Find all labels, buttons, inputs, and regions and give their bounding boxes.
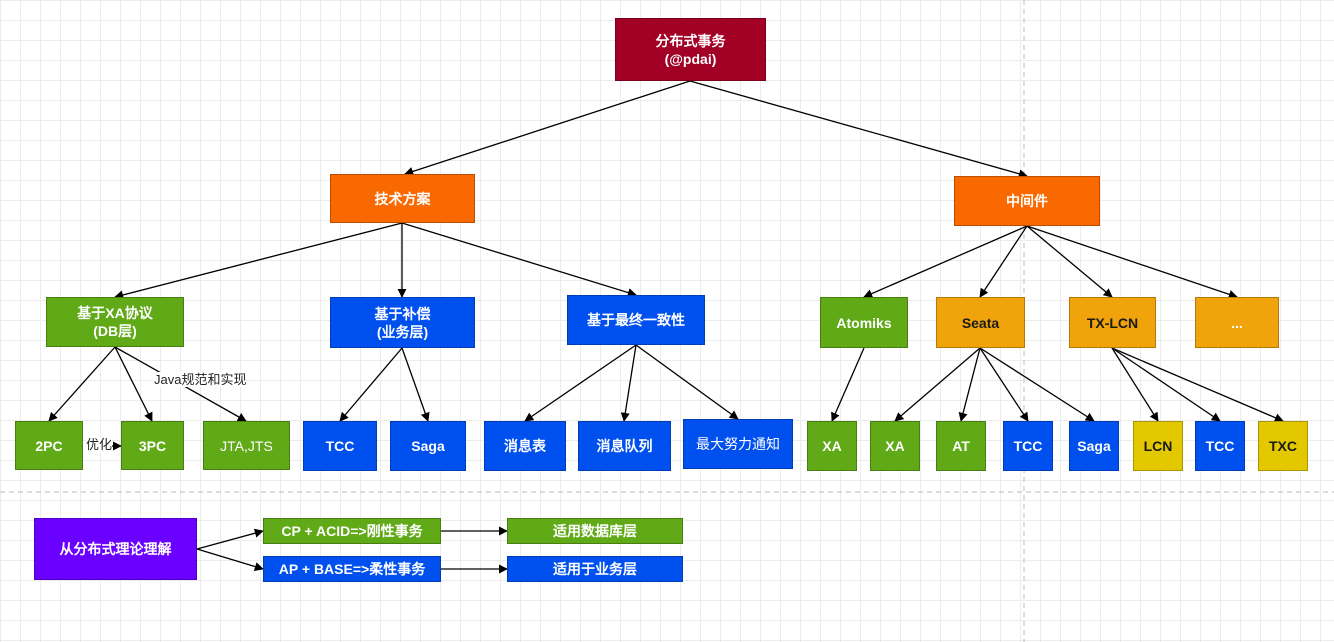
- edge-arrow-22: [1111, 347, 1159, 422]
- node-3pc[interactable]: 3PC: [121, 421, 184, 470]
- edge-arrow-17: [831, 347, 865, 422]
- edge-arrow-18: [894, 347, 981, 422]
- node-atomiks[interactable]: Atomiks: [820, 297, 908, 348]
- edge-arrow-1: [689, 80, 1028, 179]
- edge-arrow-7: [1026, 225, 1113, 298]
- node-theory[interactable]: 从分布式理论理解: [34, 518, 197, 580]
- node-jta[interactable]: JTA,JTS: [203, 421, 290, 470]
- node-msg-queue[interactable]: 消息队列: [578, 421, 671, 471]
- edge-label-optimize: 优化: [86, 437, 113, 452]
- node-biz-layer[interactable]: 适用于业务层: [507, 556, 683, 582]
- edge-arrow-12: [339, 347, 403, 422]
- edge-arrow-14: [524, 344, 637, 422]
- edge-arrow-5: [863, 225, 1028, 298]
- node-2pc[interactable]: 2PC: [15, 421, 83, 470]
- node-at-seata[interactable]: AT: [936, 421, 986, 471]
- node-tcc-seata[interactable]: TCC: [1003, 421, 1053, 471]
- node-eventual[interactable]: 基于最终一致性: [567, 295, 705, 345]
- node-txlcn[interactable]: TX-LCN: [1069, 297, 1156, 348]
- node-xa-seata[interactable]: XA: [870, 421, 920, 471]
- node-tcc-comp[interactable]: TCC: [303, 421, 377, 471]
- node-cp[interactable]: CP + ACID=>刚性事务: [263, 518, 441, 544]
- node-tcc-txlcn[interactable]: TCC: [1195, 421, 1245, 471]
- node-lcn[interactable]: LCN: [1133, 421, 1183, 471]
- node-more[interactable]: ...: [1195, 297, 1279, 348]
- node-saga-comp[interactable]: Saga: [390, 421, 466, 471]
- node-tech[interactable]: 技术方案: [330, 174, 475, 223]
- edge-arrow-23: [1111, 347, 1221, 422]
- edge-arrow-24: [1111, 347, 1284, 422]
- edge-label-java-spec: Java规范和实现: [154, 372, 247, 387]
- edge-arrow-16: [635, 344, 739, 420]
- node-txc[interactable]: TXC: [1258, 421, 1308, 471]
- edge-arrow-19: [958, 347, 981, 422]
- node-best-effort[interactable]: 最大努力通知: [683, 419, 793, 469]
- node-xa-atomiks[interactable]: XA: [807, 421, 857, 471]
- edge-arrow-20: [979, 347, 1029, 422]
- edge-arrow-26: [196, 548, 264, 571]
- edge-arrow-9: [48, 346, 116, 422]
- edge-arrow-4: [401, 222, 637, 297]
- node-msg-table[interactable]: 消息表: [484, 421, 566, 471]
- node-root[interactable]: 分布式事务 (@pdai): [615, 18, 766, 81]
- edge-arrow-21: [979, 347, 1095, 422]
- edge-arrow-25: [196, 528, 264, 550]
- edge-arrow-13: [401, 347, 430, 422]
- edge-arrow-15: [620, 344, 637, 422]
- node-xa-protocol[interactable]: 基于XA协议 (DB层): [46, 297, 184, 347]
- node-compensation[interactable]: 基于补偿 (业务层): [330, 297, 475, 348]
- node-saga-seata[interactable]: Saga: [1069, 421, 1119, 471]
- edge-arrow-2: [114, 222, 403, 300]
- node-db-layer[interactable]: 适用数据库层: [507, 518, 683, 544]
- edge-arrow-8: [1026, 225, 1238, 299]
- node-middleware[interactable]: 中间件: [954, 176, 1100, 226]
- node-seata[interactable]: Seata: [936, 297, 1025, 348]
- node-ap[interactable]: AP + BASE=>柔性事务: [263, 556, 441, 582]
- edge-arrow-0: [404, 80, 691, 176]
- edge-arrow-6: [979, 225, 1028, 298]
- edge-arrow-10: [114, 346, 153, 422]
